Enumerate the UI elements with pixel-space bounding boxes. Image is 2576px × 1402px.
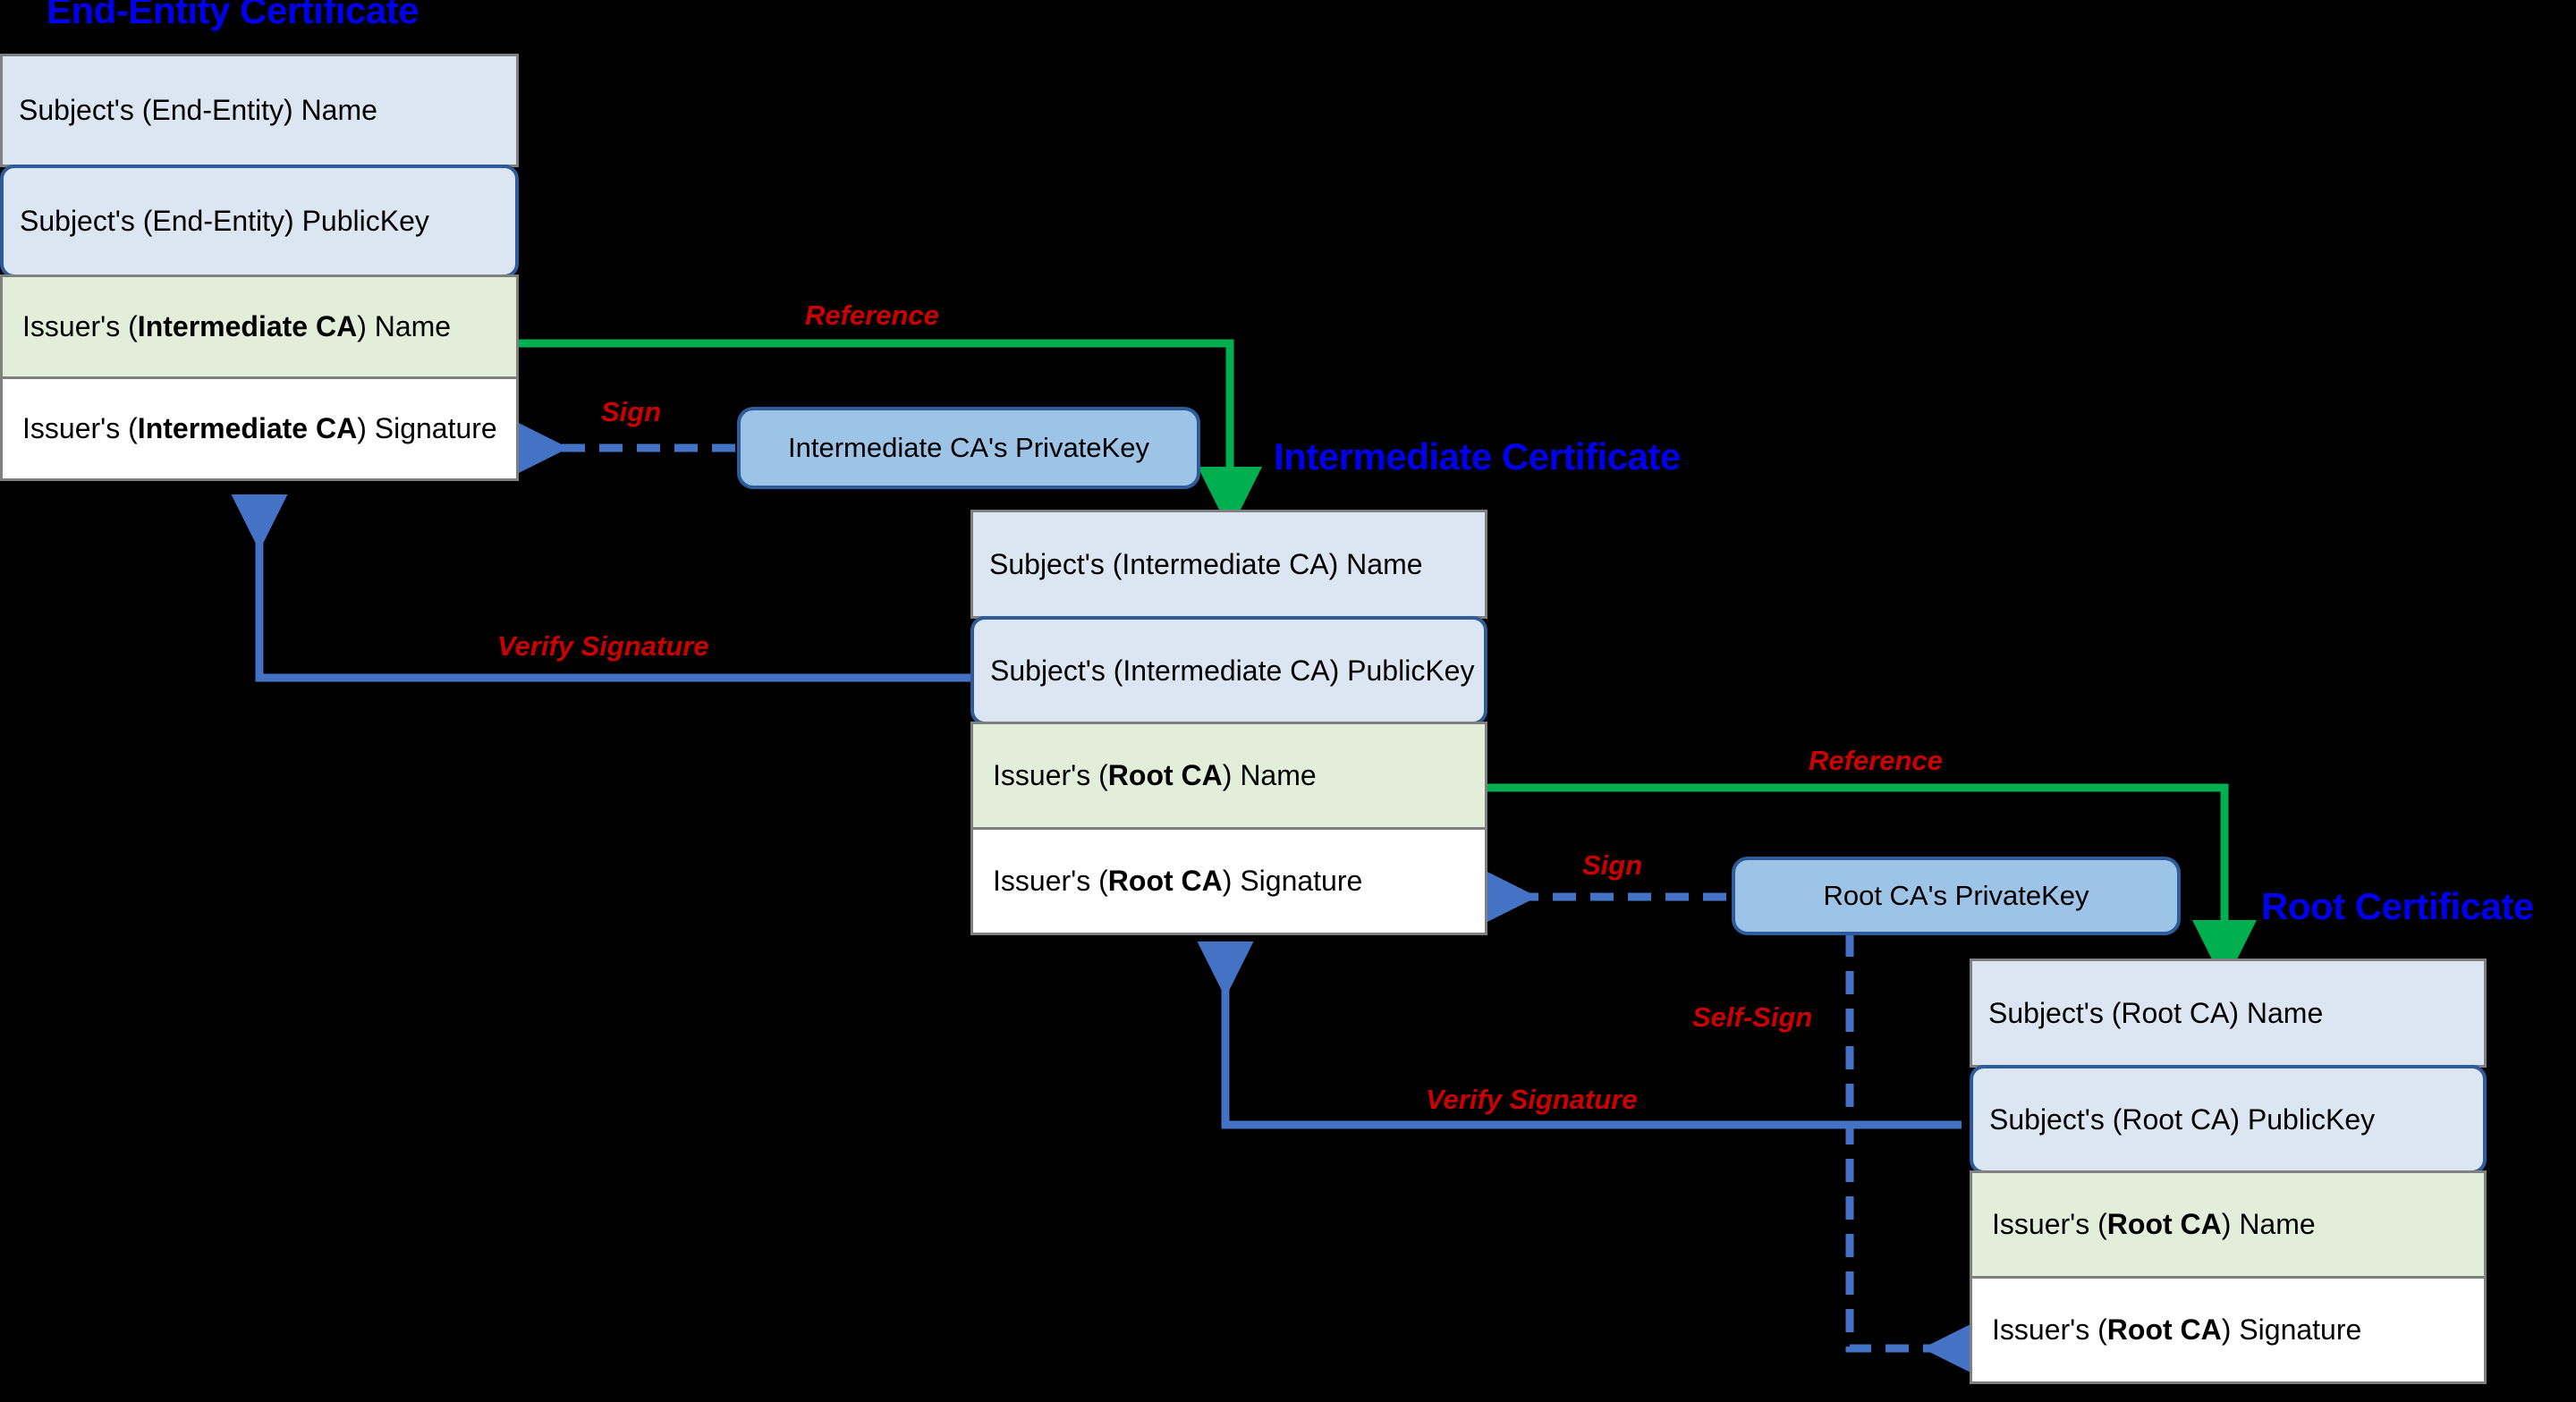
root-issuer-signature-row: Issuer's (Root CA) Signature <box>1970 1276 2487 1384</box>
intermediate-subject-name-label: Subject's (Intermediate CA) Name <box>989 547 1423 580</box>
self-sign-arrow-root-key-to-root-signature <box>1845 933 1979 1377</box>
root-subject-name-label: Subject's (Root CA) Name <box>1988 996 2324 1029</box>
intermediate-issuer-signature-row: Issuer's (Root CA) Signature <box>970 827 1487 935</box>
root-issuer-name-row: Issuer's (Root CA) Name <box>1970 1170 2487 1279</box>
intermediate-ca-privatekey-box[interactable]: Intermediate CA's PrivateKey <box>737 407 1200 489</box>
intermediate-issuer-name-row: Issuer's (Root CA) Name <box>970 722 1487 830</box>
root-issuer-signature-label: Issuer's (Root CA) Signature <box>1992 1313 2362 1346</box>
reference-label-bottom: Reference <box>1809 745 1943 776</box>
sign-label-bottom: Sign <box>1582 849 1643 881</box>
root-subject-name-row: Subject's (Root CA) Name <box>1970 959 2487 1068</box>
end-entity-subject-publickey-row: Subject's (End-Entity) PublicKey <box>0 165 519 278</box>
root-ca-privatekey-box[interactable]: Root CA's PrivateKey <box>1732 857 2181 935</box>
root-issuer-name-label: Issuer's (Root CA) Name <box>1992 1208 2316 1240</box>
end-entity-issuer-signature-label: Issuer's (Intermediate CA) Signature <box>22 412 497 444</box>
intermediate-subject-name-row: Subject's (Intermediate CA) Name <box>970 510 1487 619</box>
intermediate-certificate-title: Intermediate Certificate <box>1274 435 1681 477</box>
end-entity-subject-publickey-label: Subject's (End-Entity) PublicKey <box>20 205 429 237</box>
end-entity-subject-name-label: Subject's (End-Entity) Name <box>19 94 377 126</box>
intermediate-ca-privatekey-label: Intermediate CA's PrivateKey <box>788 432 1149 463</box>
root-subject-publickey-row: Subject's (Root CA) PublicKey <box>1970 1065 2487 1174</box>
self-sign-label: Self-Sign <box>1692 1001 1813 1033</box>
verify-signature-label-top: Verify Signature <box>497 630 709 662</box>
root-certificate-title: Root Certificate <box>2261 885 2534 927</box>
end-entity-certificate-title: End-Entity Certificate <box>47 0 419 31</box>
intermediate-certificate: Subject's (Intermediate CA) Name Subject… <box>970 510 1487 935</box>
end-entity-issuer-name-label: Issuer's (Intermediate CA) Name <box>22 310 452 342</box>
end-entity-subject-name-row: Subject's (End-Entity) Name <box>0 54 519 167</box>
intermediate-subject-publickey-row: Subject's (Intermediate CA) PublicKey <box>970 616 1487 725</box>
end-entity-issuer-name-row: Issuer's (Intermediate CA) Name <box>0 274 519 379</box>
end-entity-issuer-signature-row: Issuer's (Intermediate CA) Signature <box>0 376 519 481</box>
reference-label-top: Reference <box>805 300 939 331</box>
intermediate-subject-publickey-label: Subject's (Intermediate CA) PublicKey <box>990 654 1475 687</box>
root-ca-privatekey-label: Root CA's PrivateKey <box>1823 880 2089 911</box>
sign-label-top: Sign <box>601 396 662 427</box>
end-entity-certificate: Subject's (End-Entity) Name Subject's (E… <box>0 54 519 481</box>
verify-signature-label-bottom: Verify Signature <box>1426 1084 1638 1115</box>
root-certificate: Subject's (Root CA) Name Subject's (Root… <box>1970 959 2487 1384</box>
intermediate-issuer-name-label: Issuer's (Root CA) Name <box>993 759 1317 791</box>
intermediate-issuer-signature-label: Issuer's (Root CA) Signature <box>993 865 1363 897</box>
root-subject-publickey-label: Subject's (Root CA) PublicKey <box>1989 1102 2376 1136</box>
